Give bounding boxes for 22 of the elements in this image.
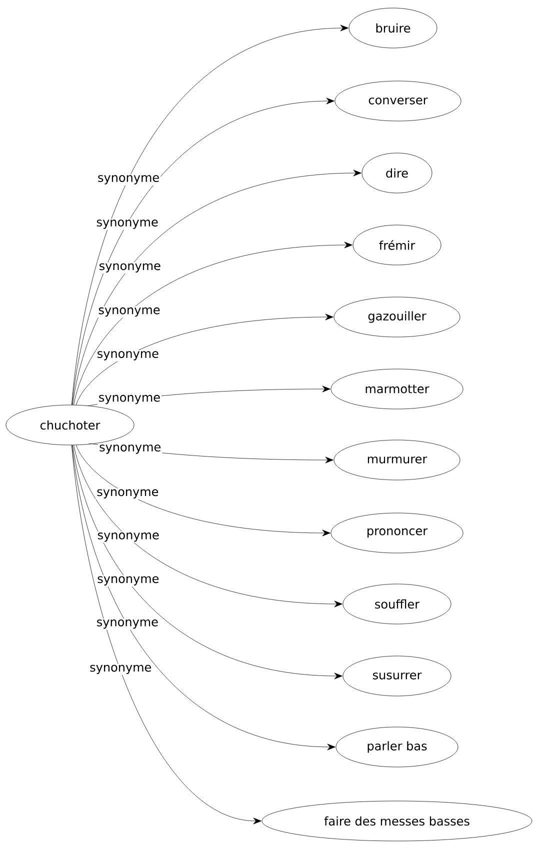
arrow — [72, 445, 262, 824]
edge-label: synonyme — [100, 263, 160, 273]
edge-label: synonyme — [90, 664, 152, 674]
edge-label: synonyme — [98, 351, 158, 360]
arrow — [76, 314, 334, 406]
edge-label: synonyme — [100, 444, 160, 454]
arrow — [72, 24, 348, 406]
arrow — [72, 445, 336, 750]
arrow — [72, 444, 342, 680]
edge-label: synonyme — [98, 307, 160, 317]
edge-label: synonyme — [98, 576, 159, 586]
arrow — [74, 242, 352, 406]
arrow — [72, 98, 334, 406]
arrow — [74, 444, 342, 608]
edge-label: synonyme — [98, 532, 159, 542]
edge-label: synonyme — [97, 489, 158, 498]
edge-label: synonyme — [99, 394, 160, 404]
edge-label: synonyme — [96, 220, 158, 229]
arrow — [76, 444, 330, 536]
edge-label: synonyme — [97, 620, 158, 629]
edge-label: synonyme — [98, 175, 159, 184]
arrow — [72, 170, 362, 406]
